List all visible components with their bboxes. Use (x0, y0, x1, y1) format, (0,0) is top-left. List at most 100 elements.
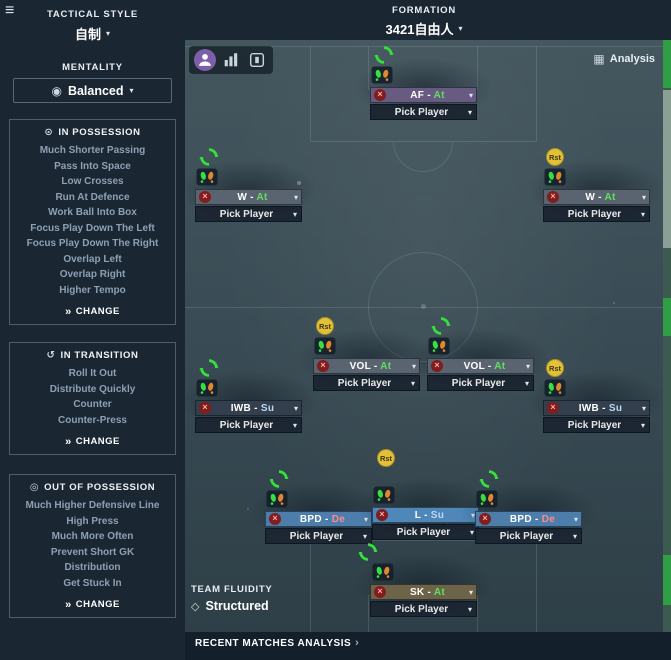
scrollbar (663, 40, 671, 632)
tactical-style-value: 自制 (74, 27, 101, 42)
condition-icon (431, 317, 451, 335)
instruction-item: Higher Tempo (59, 284, 126, 296)
stats-icon[interactable] (220, 49, 242, 71)
center-spot (421, 304, 426, 309)
change-out-of-possession-button[interactable]: » CHANGE (12, 599, 173, 610)
role-dropdown[interactable]: × W - At ▾ (195, 189, 302, 205)
tactics-sidebar: ≡ TACTICAL STYLE 自制 ▾ MENTALITY ◉ Balanc… (0, 0, 185, 660)
role-dropdown[interactable]: × SK - At ▾ (370, 584, 477, 600)
pick-player-dropdown[interactable]: Pick Player ▾ (313, 375, 420, 391)
pick-player-dropdown[interactable]: Pick Player ▾ (427, 375, 534, 391)
no-player-icon[interactable]: × (269, 513, 281, 525)
grid-icon: ▦ (593, 52, 605, 66)
role-dropdown[interactable]: × BPD - De ▾ (475, 511, 582, 527)
in-transition-icon: ↺ (46, 350, 56, 361)
no-player-icon[interactable]: × (317, 360, 329, 372)
pick-player-dropdown[interactable]: Pick Player ▾ (475, 528, 582, 544)
role-dropdown[interactable]: × IWB - Su ▾ (195, 400, 302, 416)
role-dropdown[interactable]: × L - Su ▾ (372, 507, 479, 523)
caret-down-icon: ▾ (572, 531, 577, 541)
in-possession-title: ⊙ IN POSSESSION (12, 125, 173, 143)
role-dropdown[interactable]: × VOL - At ▾ (427, 358, 534, 374)
player-card-af: × AF - At ▾ Pick Player ▾ (354, 45, 493, 120)
role-dropdown[interactable]: × VOL - At ▾ (313, 358, 420, 374)
no-player-icon[interactable]: × (199, 402, 211, 414)
pick-player-dropdown[interactable]: Pick Player ▾ (370, 601, 477, 617)
caret-down-icon: ▾ (292, 420, 297, 430)
role-label: IWB - Su (578, 402, 623, 414)
analysis-button[interactable]: ▦ Analysis (593, 52, 655, 66)
menu-icon[interactable]: ≡ (5, 2, 15, 19)
instruction-item: Overlap Left (63, 253, 122, 265)
no-player-icon[interactable]: × (547, 402, 559, 414)
footprints-icon (428, 337, 450, 355)
footprints-icon (314, 337, 336, 355)
caret-down-icon: ▾ (640, 420, 645, 430)
pick-player-label: Pick Player (219, 419, 274, 431)
scroll-segment (663, 298, 671, 336)
pitch: ▦ Analysis × AF - At ▾ Pick Player ▾ (185, 40, 663, 632)
instruction-item: Pass Into Space (54, 160, 131, 172)
role-dropdown[interactable]: × IWB - Su ▾ (543, 400, 650, 416)
no-player-icon[interactable]: × (479, 513, 491, 525)
pick-player-label: Pick Player (567, 208, 622, 220)
recent-matches-bar[interactable]: RECENT MATCHES ANALYSIS › (185, 632, 671, 660)
pick-player-dropdown[interactable]: Pick Player ▾ (195, 206, 302, 222)
footprints-icon (544, 379, 566, 397)
instruction-item: Counter-Press (58, 414, 127, 426)
footprints-icon (371, 66, 393, 84)
pick-player-dropdown[interactable]: Pick Player ▾ (543, 206, 650, 222)
tactical-style-label: TACTICAL STYLE (46, 9, 139, 20)
section-title-text: OUT OF POSSESSION (44, 482, 156, 493)
status-icons: Rst (543, 358, 650, 400)
out-of-possession-title: ◎ OUT OF POSSESSION (12, 480, 173, 498)
role-dropdown[interactable]: × AF - At ▾ (370, 87, 477, 103)
kit-icon[interactable] (246, 49, 268, 71)
instruction-item: Much Higher Defensive Line (25, 500, 160, 511)
instruction-item: Distribution (64, 562, 121, 573)
caret-down-icon: ▾ (641, 192, 646, 202)
pick-player-dropdown[interactable]: Pick Player ▾ (543, 417, 650, 433)
analysis-label: Analysis (609, 53, 655, 65)
tactical-style-dropdown[interactable]: 自制 ▾ (0, 24, 185, 43)
change-in-transition-button[interactable]: » CHANGE (12, 436, 173, 447)
pick-player-dropdown[interactable]: Pick Player ▾ (370, 104, 477, 120)
role-dropdown[interactable]: × W - At ▾ (543, 189, 650, 205)
instruction-item: Counter (73, 399, 112, 410)
condition-icon (199, 359, 219, 377)
instruction-item: High Press (66, 515, 119, 527)
mentality-label: MENTALITY (62, 62, 123, 73)
penalty-box-bottom (310, 540, 537, 632)
pick-player-dropdown[interactable]: Pick Player ▾ (195, 417, 302, 433)
caret-down-icon: ▾ (468, 90, 473, 100)
no-player-icon[interactable]: × (374, 586, 386, 598)
footprints-icon (476, 490, 498, 508)
role-label: W - At (585, 191, 616, 203)
caret-down-icon: ▾ (641, 403, 646, 413)
in-possession-section: ⊙ IN POSSESSION Much Shorter Passing Pas… (9, 119, 176, 325)
pick-player-label: Pick Player (396, 526, 451, 538)
footprints-icon (196, 168, 218, 186)
no-player-icon[interactable]: × (199, 191, 211, 203)
change-in-possession-button[interactable]: » CHANGE (12, 306, 173, 317)
no-player-icon[interactable]: × (374, 89, 386, 101)
footprints-icon (266, 490, 288, 508)
no-player-icon[interactable]: × (376, 509, 388, 521)
status-icons (354, 542, 461, 584)
role-label: IWB - Su (230, 402, 275, 414)
formation-dropdown[interactable]: 3421自由人 ▾ (185, 19, 663, 38)
role-dropdown[interactable]: × BPD - De ▾ (265, 511, 372, 527)
player-view-icon[interactable] (194, 49, 216, 71)
instruction-item: Prevent Short GK (50, 546, 135, 558)
mentality-dropdown[interactable]: ◉ Balanced ▾ (13, 78, 172, 103)
double-chevron-icon: » (65, 305, 72, 318)
condition-icon (479, 470, 499, 488)
pick-player-label: Pick Player (394, 603, 449, 615)
scrollbar-thumb[interactable] (663, 90, 671, 248)
instruction-item: Much More Often (51, 531, 134, 542)
caret-down-icon: ▾ (129, 86, 134, 95)
no-player-icon[interactable]: × (431, 360, 443, 372)
no-player-icon[interactable]: × (547, 191, 559, 203)
instruction-item: Focus Play Down The Right (26, 238, 159, 249)
status-icons (195, 147, 302, 189)
